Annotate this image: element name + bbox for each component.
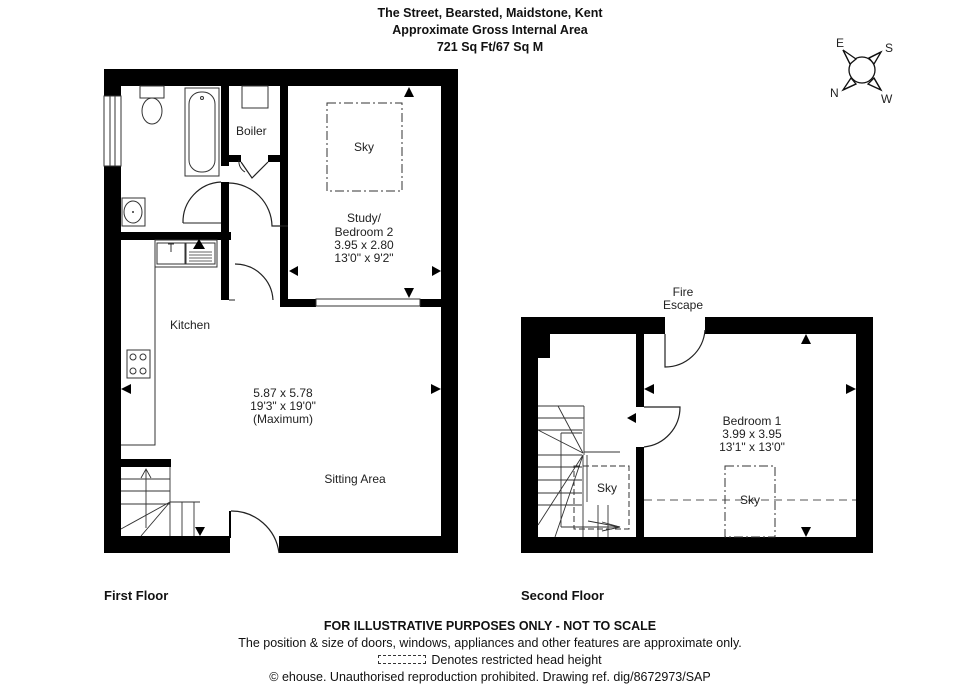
first-floor-title: First Floor <box>104 588 169 603</box>
main-dimensions-note: (Maximum) <box>253 412 313 426</box>
room-label-bedroom-2: Bedroom 2 <box>335 225 394 239</box>
copyright: © ehouse. Unauthorised reproduction proh… <box>269 670 711 684</box>
room-label-study: Study/ <box>347 211 382 225</box>
first-floor-plan <box>103 69 458 554</box>
room-label-bedroom-1: Bedroom 1 <box>723 414 782 428</box>
second-floor-plan <box>521 317 873 553</box>
main-dimensions-imperial: 19'3" x 19'0" <box>250 399 316 413</box>
address-title: The Street, Bearsted, Maidstone, Kent <box>377 6 603 20</box>
fire-escape-label-line1: Fire <box>673 285 694 299</box>
disclaimer-note: The position & size of doors, windows, a… <box>238 636 742 650</box>
skylight-label-study: Sky <box>354 140 374 154</box>
area-value: 721 Sq Ft/67 Sq M <box>436 40 544 54</box>
second-floor-title: Second Floor <box>521 588 605 603</box>
fire-escape-label-line2: Escape <box>663 298 703 312</box>
skylight-label-bedroom1: Sky <box>740 493 760 507</box>
skylight-label-stairs: Sky <box>597 481 617 495</box>
bedroom1-dimensions-metric: 3.99 x 3.95 <box>722 427 782 441</box>
room-label-kitchen: Kitchen <box>170 318 210 332</box>
compass-label-n: N <box>830 86 839 100</box>
restricted-head-height-swatch-icon <box>378 655 427 665</box>
compass-icon <box>841 49 883 92</box>
compass-label-w: W <box>881 92 893 106</box>
compass-label-e: E <box>836 36 844 50</box>
disclaimer-heading: FOR ILLUSTRATIVE PURPOSES ONLY - NOT TO … <box>323 619 657 633</box>
room-label-sitting-area: Sitting Area <box>324 472 386 486</box>
study-dimensions-metric: 3.95 x 2.80 <box>334 238 394 252</box>
compass-label-s: S <box>885 41 893 55</box>
bedroom1-dimensions-imperial: 13'1" x 13'0" <box>719 440 785 454</box>
main-dimensions-metric: 5.87 x 5.78 <box>253 386 313 400</box>
room-label-boiler: Boiler <box>236 124 267 138</box>
legend-text: Denotes restricted head height <box>431 653 602 667</box>
area-title: Approximate Gross Internal Area <box>392 23 588 37</box>
legend: Denotes restricted head height <box>0 652 980 669</box>
study-dimensions-imperial: 13'0" x 9'2" <box>334 251 393 265</box>
